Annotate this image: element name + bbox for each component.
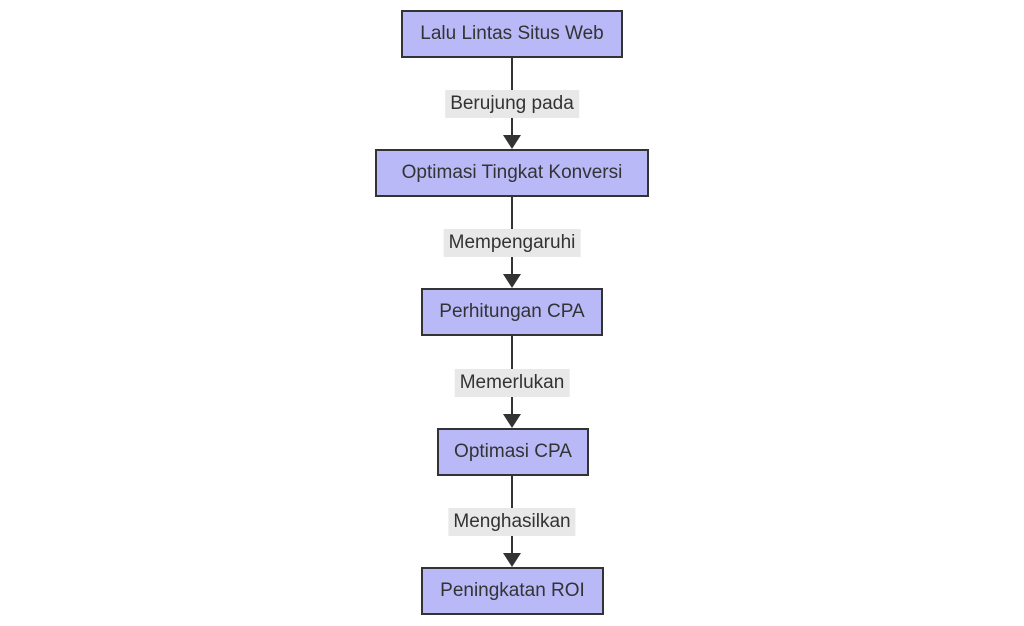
arrowhead-icon-2 — [503, 274, 521, 288]
arrowhead-icon-4 — [503, 553, 521, 567]
edge-label-4: Menghasilkan — [448, 508, 576, 536]
edge-label-2: Mempengaruhi — [443, 229, 581, 257]
edge-label-1: Berujung pada — [445, 90, 579, 118]
node-lalu-lintas-situs-web: Lalu Lintas Situs Web — [401, 10, 623, 58]
edge-label-3: Memerlukan — [454, 369, 570, 397]
node-peningkatan-roi: Peningkatan ROI — [421, 567, 604, 615]
node-optimasi-tingkat-konversi: Optimasi Tingkat Konversi — [375, 149, 649, 197]
arrowhead-icon-1 — [503, 135, 521, 149]
node-optimasi-cpa: Optimasi CPA — [437, 428, 589, 476]
node-perhitungan-cpa: Perhitungan CPA — [421, 288, 603, 336]
arrowhead-icon-3 — [503, 414, 521, 428]
